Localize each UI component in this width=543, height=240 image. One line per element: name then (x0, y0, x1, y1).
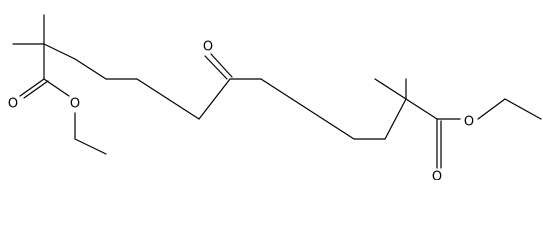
atom-labels: O O O O O (8, 40, 474, 181)
right-ester-oxygen-label: O (464, 115, 474, 130)
left-ester-oxygen-label: O (70, 97, 80, 112)
bond-line (260, 78, 293, 100)
bond-line (43, 78, 70, 97)
bond-line (384, 98, 407, 140)
bond-lines (12, 14, 542, 169)
right-carbonyl-oxygen-label: O (432, 170, 442, 181)
bond-line (198, 78, 231, 120)
bond-line (374, 78, 407, 100)
bond-line (405, 98, 438, 120)
bond-line (204, 55, 228, 80)
bond-line (210, 53, 233, 78)
bond-line (477, 98, 506, 120)
bond-line (322, 118, 355, 140)
left-carbonyl-oxygen-label: O (8, 97, 18, 112)
bond-line (23, 80, 49, 99)
bond-line (167, 98, 200, 120)
bond-line (136, 78, 169, 100)
bond-line (43, 43, 76, 60)
bond-line (74, 138, 107, 155)
ketone-oxygen-label: O (203, 40, 213, 55)
bond-line (74, 58, 107, 80)
skeletal-formula: O O O O O (8, 14, 542, 181)
bond-line (19, 78, 45, 97)
bond-line (291, 98, 324, 120)
bond-line (504, 98, 542, 120)
